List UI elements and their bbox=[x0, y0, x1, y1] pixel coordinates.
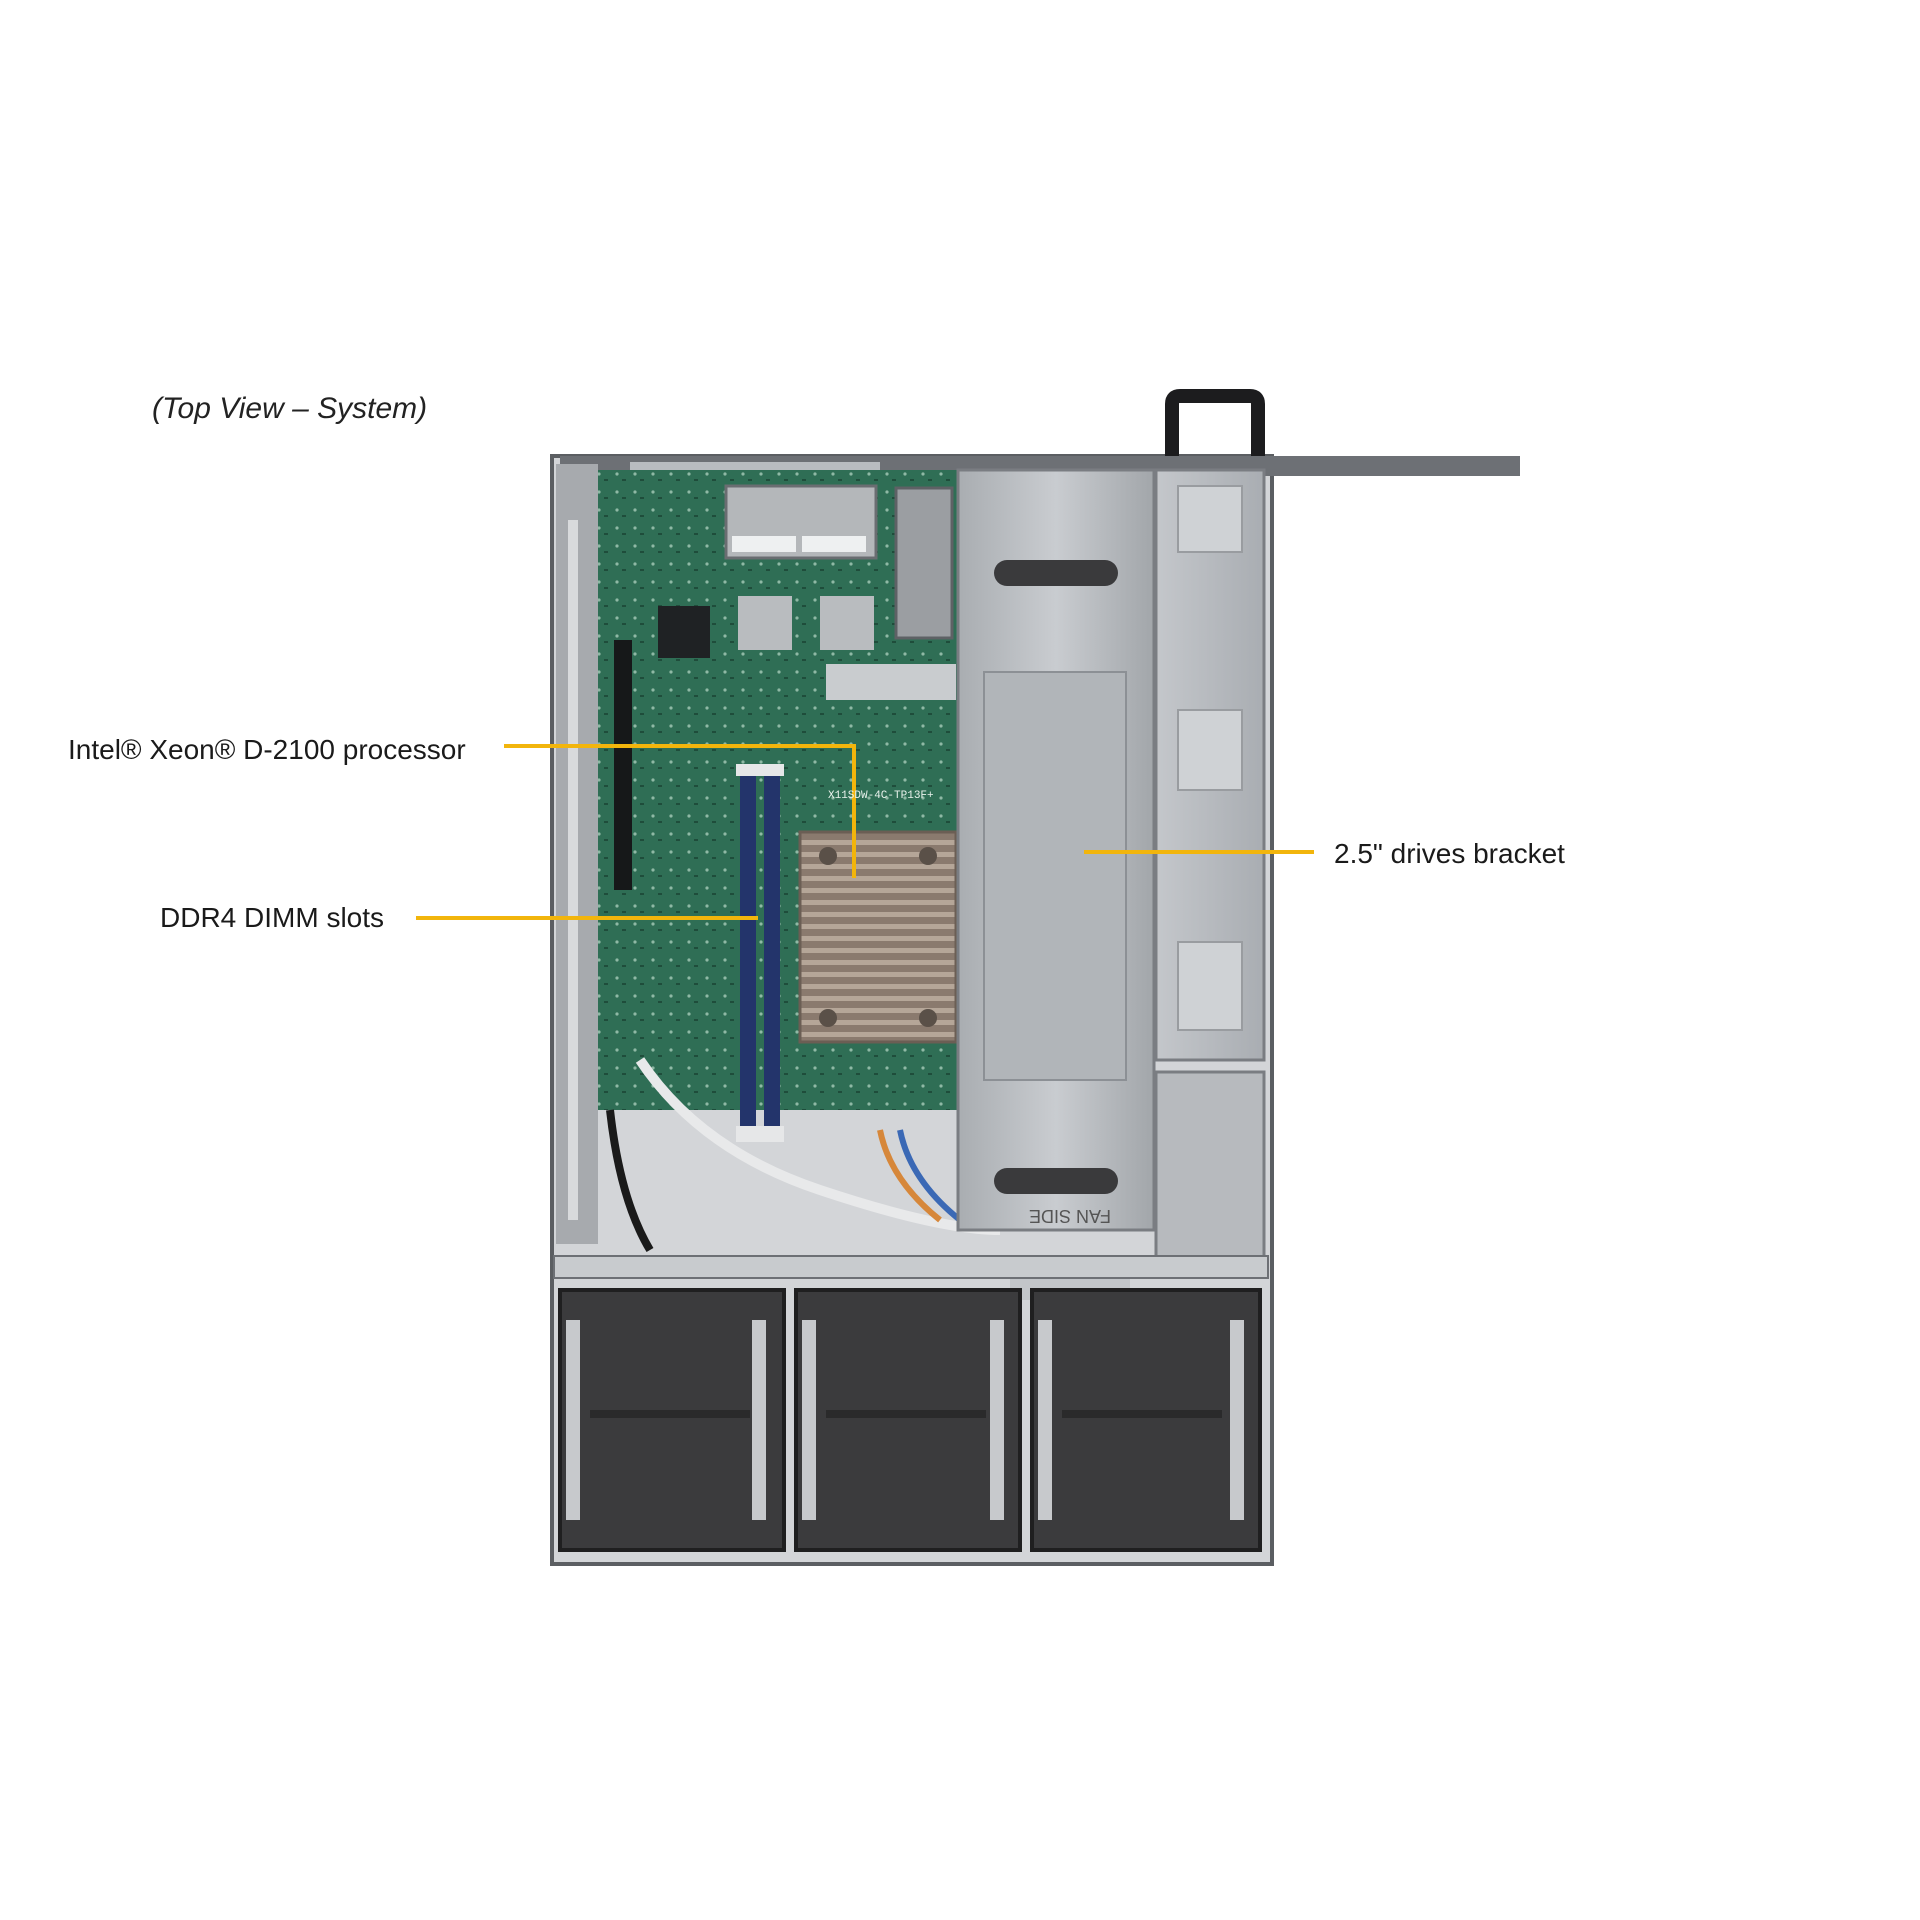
fan-2 bbox=[794, 1288, 1022, 1552]
sata-cables bbox=[635, 1057, 1001, 1235]
bracket-handle-bottom bbox=[994, 1168, 1118, 1194]
bmc-chip bbox=[658, 606, 710, 658]
chipset-heatsink-1 bbox=[738, 596, 792, 650]
dimm-slot-1 bbox=[740, 770, 756, 1142]
fan-side-label: FAN SIDE bbox=[1029, 1206, 1111, 1226]
dimm-slot-2 bbox=[764, 770, 780, 1142]
caption: (Top View – System) bbox=[152, 392, 428, 425]
sfp-cage bbox=[894, 486, 954, 640]
processor-callout-label: Intel® Xeon® D-2100 processor bbox=[68, 734, 466, 765]
bracket-handle-top bbox=[994, 560, 1118, 586]
fan-1 bbox=[558, 1288, 786, 1552]
vrm-heatsink bbox=[826, 664, 956, 700]
system-fans bbox=[558, 1288, 1262, 1552]
bracket-callout-label: 2.5" drives bracket bbox=[1334, 838, 1565, 869]
fan-wall-rail bbox=[553, 1255, 1269, 1279]
cpu-heatsink bbox=[798, 830, 958, 1044]
dimm-callout-label: DDR4 DIMM slots bbox=[160, 902, 385, 933]
rear-handle bbox=[1165, 389, 1265, 462]
fan-3 bbox=[1030, 1288, 1262, 1552]
processor-callout-line bbox=[504, 744, 856, 878]
chipset-heatsink-2 bbox=[820, 596, 874, 650]
pcie-slot bbox=[614, 640, 632, 890]
board-model-label: X11SDW-4C-TP13F+ bbox=[828, 790, 934, 802]
